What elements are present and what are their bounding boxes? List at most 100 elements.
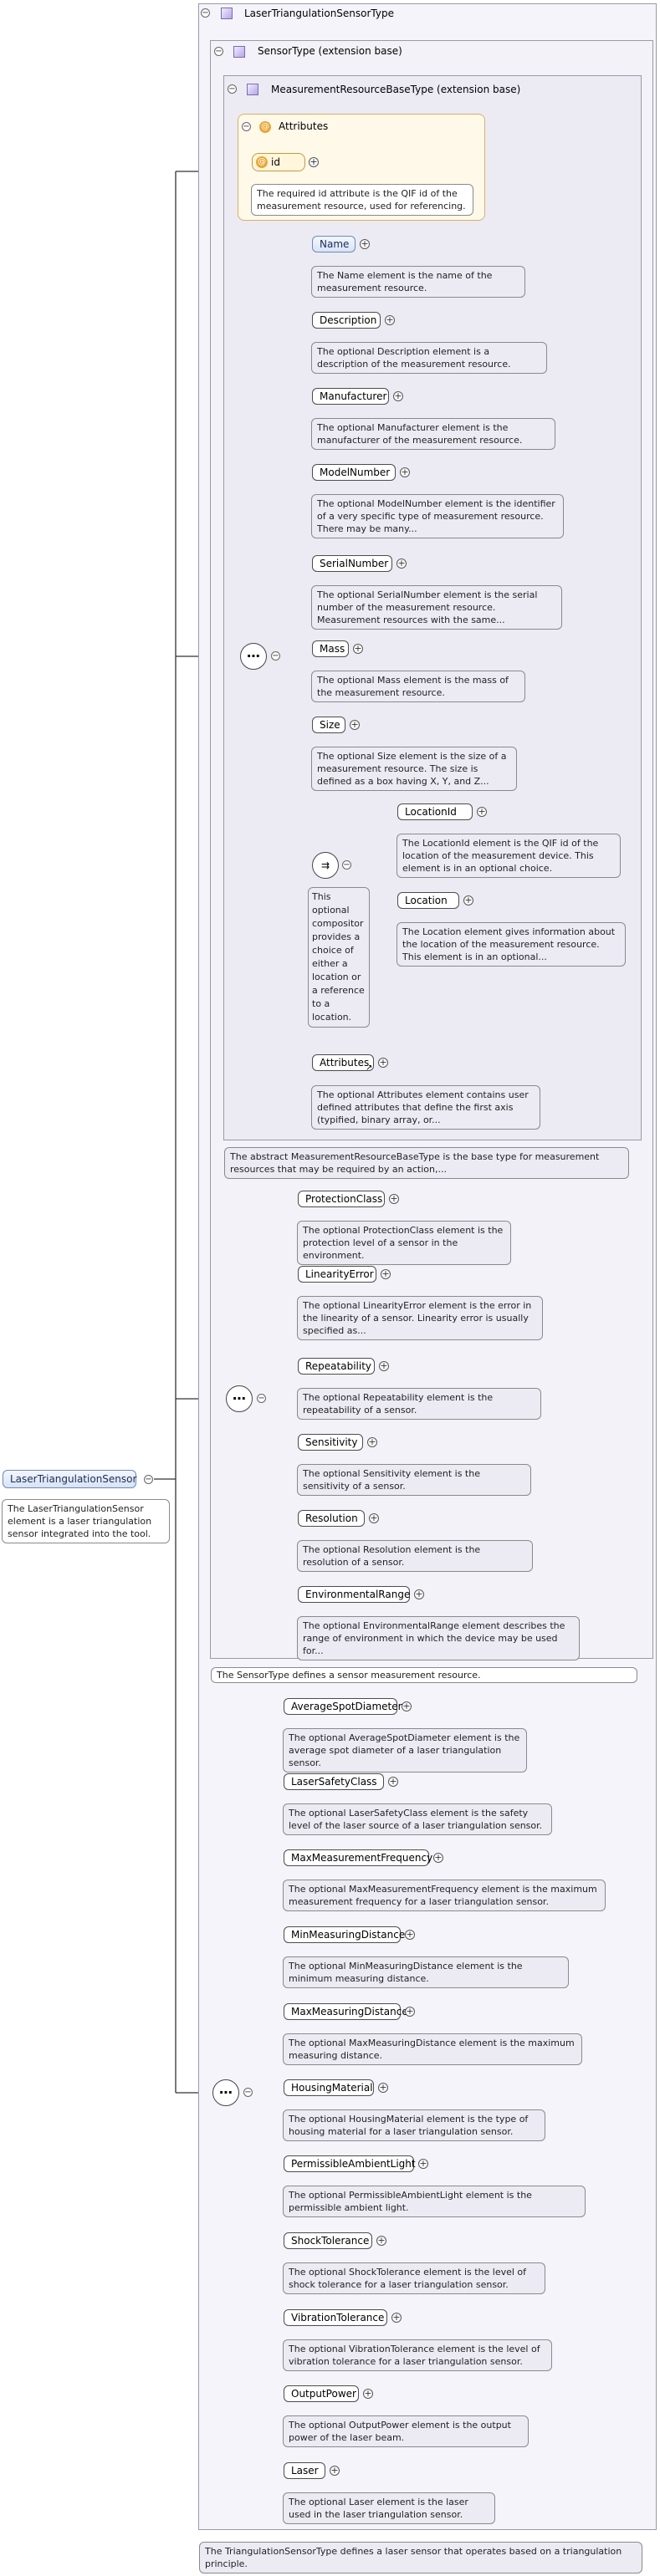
plus-expand-icon[interactable]: + bbox=[477, 806, 487, 817]
element-label: VibrationTolerance bbox=[291, 2312, 385, 2324]
plus-expand-icon[interactable]: + bbox=[330, 2465, 340, 2476]
element-label: Repeatability bbox=[305, 1360, 372, 1372]
plus-expand-icon[interactable]: + bbox=[353, 643, 363, 654]
sensortype-title: SensorType (extension base) bbox=[258, 45, 402, 57]
element-linearityerror[interactable]: LinearityError bbox=[298, 1266, 376, 1283]
element-maxmeasuringdistance[interactable]: MaxMeasuringDistance bbox=[284, 2003, 408, 2020]
element-protectionclass[interactable]: ProtectionClass bbox=[298, 1191, 385, 1207]
element-housingmaterial[interactable]: HousingMaterial bbox=[284, 2079, 374, 2096]
plus-expand-icon[interactable]: + bbox=[388, 1776, 398, 1787]
element-label: Mass bbox=[320, 643, 345, 655]
element-repeatability[interactable]: Repeatability bbox=[298, 1358, 375, 1375]
measurement-base-doc: The abstract MeasurementResourceBaseType… bbox=[224, 1147, 629, 1179]
plus-expand-icon[interactable]: + bbox=[433, 1852, 443, 1863]
element-mass[interactable]: Mass bbox=[312, 640, 349, 657]
element-maxmeasurementfrequency[interactable]: MaxMeasurementFrequency bbox=[284, 1849, 433, 1866]
element-minmeasuringdistance[interactable]: MinMeasuringDistance bbox=[284, 1926, 405, 1943]
root-element-doc: The LaserTriangulationSensor element is … bbox=[2, 1499, 170, 1543]
element-shocktolerance[interactable]: ShockTolerance bbox=[284, 2232, 372, 2249]
element-doc: The optional Manufacturer element is the… bbox=[311, 418, 555, 450]
element-doc: The LocationId element is the QIF id of … bbox=[397, 834, 621, 878]
element-doc: The optional Repeatability element is th… bbox=[297, 1388, 541, 1420]
plus-expand-icon[interactable]: + bbox=[378, 2082, 388, 2093]
attributes-element[interactable]: Attributes bbox=[312, 1054, 374, 1071]
element-locationid[interactable]: LocationId bbox=[397, 803, 473, 820]
plus-expand-icon[interactable]: + bbox=[405, 2006, 415, 2017]
element-label: AverageSpotDiameter bbox=[291, 1701, 402, 1712]
sequence-compositor-icon[interactable]: ⋯ bbox=[240, 643, 267, 670]
sensortype-doc: The SensorType defines a sensor measurem… bbox=[211, 1667, 637, 1683]
plus-expand-icon[interactable]: + bbox=[393, 390, 403, 401]
element-location[interactable]: Location bbox=[397, 892, 459, 909]
element-outputpower[interactable]: OutputPower bbox=[284, 2385, 359, 2402]
element-doc: The optional ShockTolerance element is t… bbox=[283, 2262, 545, 2294]
plus-expand-icon[interactable]: + bbox=[397, 558, 407, 569]
plus-expand-icon[interactable]: + bbox=[360, 238, 370, 249]
collapse-toggle-icon[interactable]: − bbox=[144, 1475, 153, 1484]
plus-expand-icon[interactable]: + bbox=[378, 1057, 388, 1068]
element-sensitivity[interactable]: Sensitivity bbox=[298, 1434, 363, 1451]
element-vibrationtolerance[interactable]: VibrationTolerance bbox=[284, 2309, 387, 2326]
attribute-icon: @ bbox=[256, 156, 268, 168]
plus-expand-icon[interactable]: + bbox=[309, 156, 319, 167]
sequence-compositor-icon[interactable]: ⋯ bbox=[226, 1385, 253, 1412]
element-label: PermissibleAmbientLight bbox=[291, 2158, 416, 2170]
measurement-base-title: MeasurementResourceBaseType (extension b… bbox=[271, 84, 521, 95]
collapse-toggle-icon[interactable]: − bbox=[243, 2088, 253, 2097]
element-environmentalrange[interactable]: EnvironmentalRange bbox=[298, 1586, 410, 1603]
element-doc: The optional LinearityError element is t… bbox=[297, 1296, 543, 1340]
plus-expand-icon[interactable]: + bbox=[367, 1436, 377, 1447]
plus-expand-icon[interactable]: + bbox=[350, 719, 360, 730]
choice-compositor-icon[interactable]: ⇉ bbox=[312, 852, 339, 879]
element-laser[interactable]: Laser bbox=[284, 2462, 325, 2479]
root-element[interactable]: LaserTriangulationSensor bbox=[3, 1470, 136, 1488]
plus-expand-icon[interactable]: + bbox=[402, 1701, 412, 1711]
collapse-toggle-icon[interactable]: − bbox=[201, 8, 210, 18]
plus-expand-icon[interactable]: + bbox=[363, 2388, 373, 2399]
element-doc: The Location element gives information a… bbox=[397, 922, 626, 967]
plus-expand-icon[interactable]: + bbox=[391, 2312, 402, 2323]
collapse-toggle-icon[interactable]: − bbox=[271, 651, 280, 661]
plus-expand-icon[interactable]: + bbox=[376, 2235, 386, 2246]
sequence-compositor-icon[interactable]: ⋯ bbox=[212, 2079, 239, 2106]
element-doc: The optional ProtectionClass element is … bbox=[297, 1221, 511, 1265]
collapse-toggle-icon[interactable]: − bbox=[257, 1394, 266, 1403]
plus-expand-icon[interactable]: + bbox=[379, 1360, 389, 1371]
element-serialnumber[interactable]: SerialNumber bbox=[312, 555, 392, 572]
plus-expand-icon[interactable]: + bbox=[385, 314, 395, 325]
collapse-toggle-icon[interactable]: − bbox=[242, 122, 251, 131]
element-averagespotdiameter[interactable]: AverageSpotDiameter bbox=[284, 1698, 402, 1715]
plus-expand-icon[interactable]: + bbox=[369, 1512, 379, 1523]
collapse-toggle-icon[interactable]: − bbox=[214, 47, 223, 56]
element-permissibleambientlight[interactable]: PermissibleAmbientLight bbox=[284, 2155, 416, 2172]
element-description[interactable]: Description bbox=[312, 312, 381, 329]
element-resolution[interactable]: Resolution bbox=[298, 1510, 365, 1527]
plus-expand-icon[interactable]: + bbox=[463, 895, 473, 905]
id-attribute[interactable]: @ id bbox=[252, 153, 305, 171]
element-manufacturer[interactable]: Manufacturer bbox=[312, 388, 389, 405]
element-label: EnvironmentalRange bbox=[305, 1589, 411, 1600]
collapse-toggle-icon[interactable]: − bbox=[342, 860, 351, 870]
element-doc: The optional HousingMaterial element is … bbox=[283, 2109, 545, 2141]
plus-expand-icon[interactable]: + bbox=[414, 1589, 424, 1599]
element-label: Size bbox=[320, 719, 340, 731]
element-doc: The optional LaserSafetyClass element is… bbox=[283, 1803, 552, 1835]
element-lasersafetyclass[interactable]: LaserSafetyClass bbox=[284, 1773, 384, 1790]
plus-expand-icon[interactable]: + bbox=[418, 2158, 428, 2169]
shortcut-arrow-icon: ↗ bbox=[366, 1064, 373, 1073]
element-label: MaxMeasurementFrequency bbox=[291, 1852, 433, 1864]
element-size[interactable]: Size bbox=[312, 717, 345, 733]
element-doc: The optional VibrationTolerance element … bbox=[283, 2339, 552, 2371]
plus-expand-icon[interactable]: + bbox=[405, 1929, 415, 1940]
plus-expand-icon[interactable]: + bbox=[389, 1193, 399, 1204]
element-label: ProtectionClass bbox=[305, 1193, 383, 1205]
choice-doc: This optional compositor provides a choi… bbox=[308, 887, 370, 1028]
plus-expand-icon[interactable]: + bbox=[400, 467, 410, 477]
element-doc: The optional AverageSpotDiameter element… bbox=[283, 1728, 527, 1773]
attributes-title: Attributes bbox=[279, 120, 329, 132]
element-modelnumber[interactable]: ModelNumber bbox=[312, 464, 396, 481]
collapse-toggle-icon[interactable]: − bbox=[228, 84, 237, 94]
element-name[interactable]: Name bbox=[312, 236, 356, 252]
element-doc: The optional Size element is the size of… bbox=[311, 747, 517, 791]
plus-expand-icon[interactable]: + bbox=[381, 1268, 391, 1279]
